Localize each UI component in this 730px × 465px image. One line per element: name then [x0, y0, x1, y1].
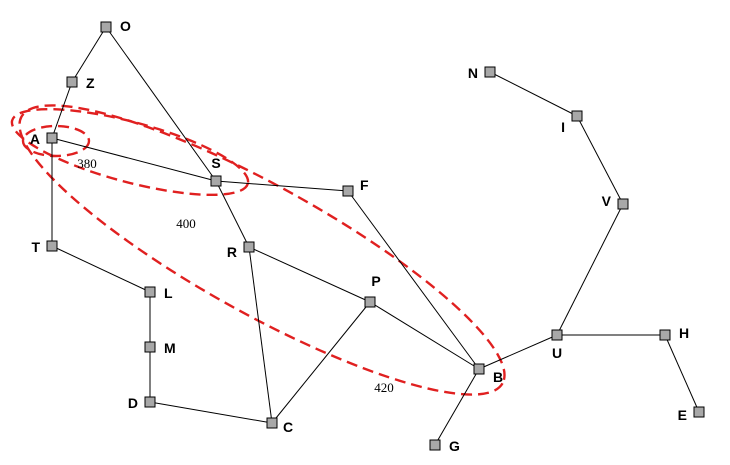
node-V: V: [602, 193, 629, 210]
node-box-A: [46, 132, 58, 144]
edge-P-B: [369, 301, 480, 370]
node-P: P: [364, 273, 381, 308]
edge-D-C: [149, 401, 273, 424]
node-label-F: F: [360, 177, 369, 193]
node-S: S: [210, 155, 222, 187]
node-M: M: [144, 340, 176, 356]
node-box-O: [100, 21, 112, 33]
node-O: O: [100, 18, 131, 34]
node-label-P: P: [371, 273, 380, 289]
edge-F-B: [347, 190, 480, 370]
node-R: R: [227, 241, 255, 260]
node-box-P: [364, 296, 376, 308]
edge-Z-A: [51, 81, 73, 139]
edge-S-R: [215, 180, 250, 248]
node-box-S: [210, 175, 222, 187]
edge-V-I: [576, 115, 624, 205]
contour-label-380: 380: [77, 156, 97, 171]
node-box-T: [46, 240, 58, 252]
node-Z: Z: [66, 75, 95, 91]
edge-B-U: [478, 334, 558, 370]
node-label-M: M: [164, 340, 176, 356]
node-box-Z: [66, 76, 78, 88]
node-box-E: [693, 406, 705, 418]
node-A: A: [30, 131, 58, 147]
node-C: C: [266, 417, 293, 435]
node-box-H: [659, 329, 671, 341]
edge-B-G: [434, 368, 480, 446]
node-label-R: R: [227, 244, 237, 260]
node-N: N: [468, 65, 496, 81]
node-label-T: T: [31, 239, 40, 255]
node-label-C: C: [283, 419, 293, 435]
node-B: B: [473, 363, 503, 385]
edge-R-P: [248, 246, 371, 303]
node-label-G: G: [449, 438, 460, 454]
node-L: L: [144, 285, 173, 301]
node-label-I: I: [561, 119, 565, 135]
contour-label-420: 420: [374, 380, 394, 395]
contour-label-400: 400: [176, 216, 196, 231]
node-box-B: [473, 363, 485, 375]
node-label-A: A: [30, 131, 40, 147]
nodes-layer: O Z A S F T R P L M D C B G U H E N I V: [30, 18, 705, 454]
node-box-M: [144, 341, 156, 353]
contour-380: [21, 124, 91, 158]
node-F: F: [342, 177, 369, 197]
edge-R-C: [248, 246, 273, 424]
edge-S-F: [215, 180, 349, 192]
node-box-D: [144, 396, 156, 408]
node-box-U: [551, 329, 563, 341]
edge-I-N: [489, 71, 578, 117]
node-label-L: L: [164, 285, 173, 301]
node-label-H: H: [679, 325, 689, 341]
edge-T-L: [51, 245, 151, 293]
node-box-V: [617, 198, 629, 210]
node-label-E: E: [678, 407, 687, 423]
node-U: U: [551, 329, 563, 361]
node-label-O: O: [120, 18, 131, 34]
node-box-G: [429, 439, 441, 451]
node-box-R: [243, 241, 255, 253]
contour-400: [10, 107, 250, 197]
edge-O-Z: [71, 26, 107, 83]
edge-P-C: [271, 301, 371, 424]
contour-labels-layer: 380 400 420: [77, 156, 394, 395]
node-box-F: [342, 185, 354, 197]
node-box-L: [144, 286, 156, 298]
node-label-U: U: [552, 345, 562, 361]
edge-U-V: [556, 203, 624, 336]
node-label-S: S: [211, 155, 220, 171]
node-T: T: [31, 239, 58, 255]
node-D: D: [128, 395, 156, 411]
node-I: I: [561, 110, 583, 135]
node-box-I: [571, 110, 583, 122]
edge-A-S: [51, 137, 217, 182]
node-E: E: [678, 406, 705, 423]
edge-O-S: [105, 26, 217, 182]
node-label-D: D: [128, 395, 138, 411]
node-box-C: [266, 417, 278, 429]
node-label-Z: Z: [86, 75, 95, 91]
edges-layer: [51, 26, 700, 446]
node-label-N: N: [468, 65, 478, 81]
node-box-N: [484, 66, 496, 78]
node-label-B: B: [493, 369, 503, 385]
node-G: G: [429, 438, 460, 454]
edge-H-E: [664, 334, 700, 413]
node-H: H: [659, 325, 689, 341]
node-label-V: V: [602, 193, 612, 209]
